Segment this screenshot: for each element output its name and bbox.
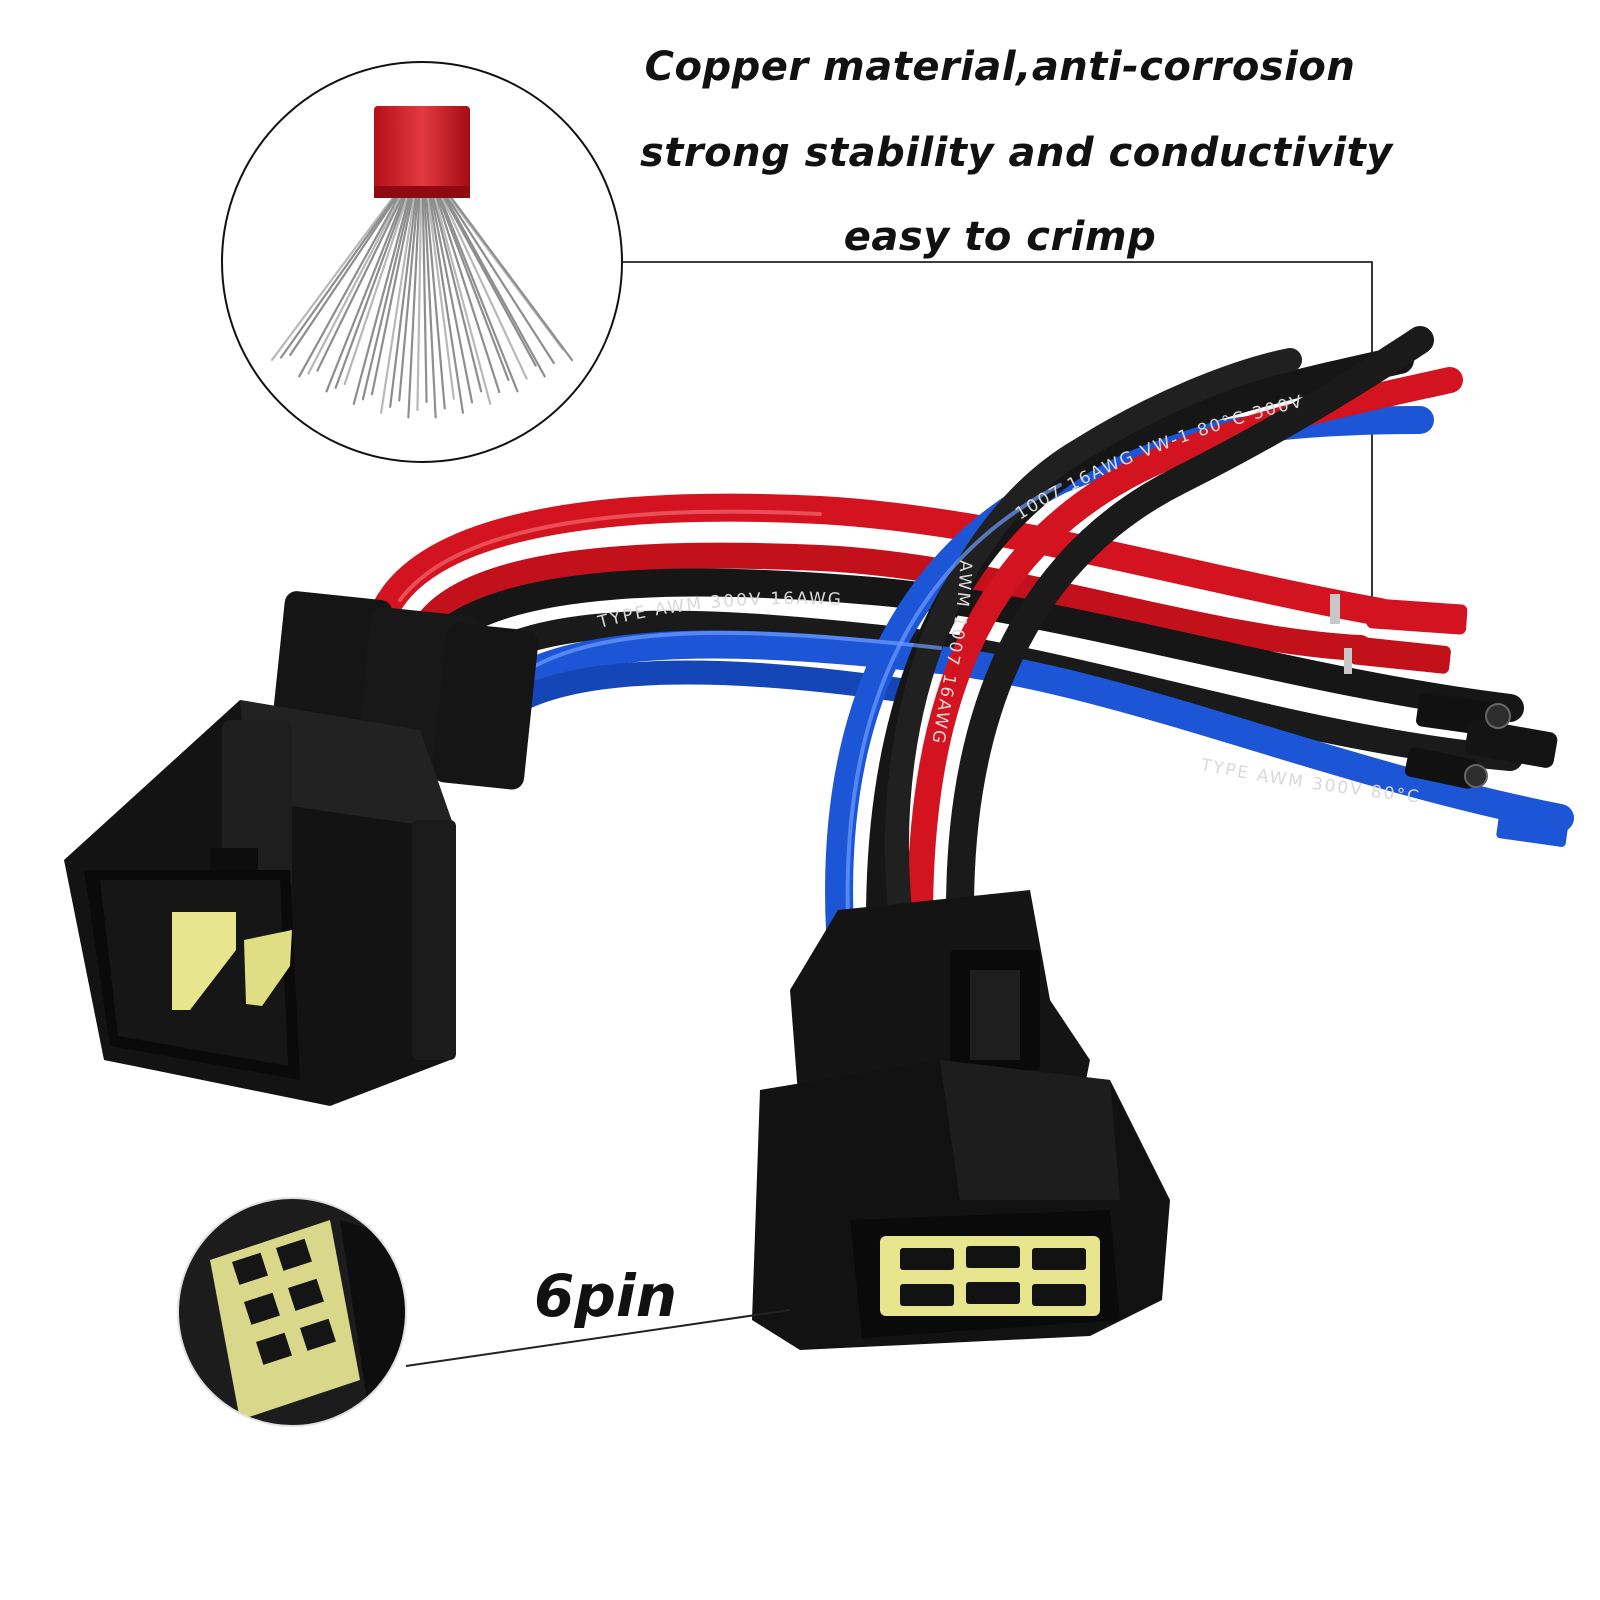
copper-strand	[270, 194, 396, 362]
feature-caption-line-2: strong stability and conductivity	[640, 130, 1393, 176]
copper-strand	[379, 194, 416, 414]
copper-strand	[438, 194, 519, 393]
copper-strand	[430, 194, 474, 404]
copper-strand	[425, 194, 446, 410]
copper-strand	[426, 194, 455, 400]
copper-strand	[443, 194, 546, 378]
copper-strand	[361, 194, 413, 401]
copper-strand	[307, 194, 402, 375]
socket-zoom-icon	[177, 1197, 407, 1427]
copper-strand	[289, 194, 399, 357]
callout-leader-line	[622, 261, 1373, 622]
copper-strand	[398, 194, 419, 402]
copper-strand	[435, 194, 501, 394]
copper-strand	[431, 194, 483, 393]
feature-caption-line-3: easy to crimp	[843, 214, 1157, 260]
copper-strand	[298, 194, 401, 378]
crimp-terminals	[1330, 594, 1569, 847]
copper-strand	[445, 194, 555, 365]
copper-strand	[334, 194, 407, 389]
pin-leader-line	[405, 1309, 791, 1367]
copper-strand	[448, 194, 574, 362]
copper-strand	[428, 194, 465, 414]
copper-strand	[421, 194, 428, 404]
copper-strand	[440, 194, 528, 380]
copper-strand	[433, 194, 492, 405]
copper-strand	[407, 194, 421, 419]
copper-strand	[442, 194, 537, 367]
copper-strand	[437, 194, 510, 381]
copper-strand	[316, 194, 404, 372]
copper-strand	[370, 194, 414, 396]
feature-caption-line-1: Copper material,anti-corrosion	[644, 44, 1356, 90]
copper-strand	[325, 194, 406, 393]
copper-strand	[416, 194, 423, 412]
copper-strand	[423, 194, 437, 419]
stranded-wire-zoom-icon	[221, 61, 623, 463]
wire-bundle	[371, 326, 1574, 944]
male-connector	[64, 591, 539, 1106]
copper-strand	[352, 194, 411, 405]
copper-strand	[343, 194, 409, 386]
copper-strand	[279, 194, 397, 359]
female-connector	[752, 890, 1170, 1350]
pin-count-label: 6pin	[534, 1262, 678, 1330]
copper-strand	[389, 194, 418, 408]
